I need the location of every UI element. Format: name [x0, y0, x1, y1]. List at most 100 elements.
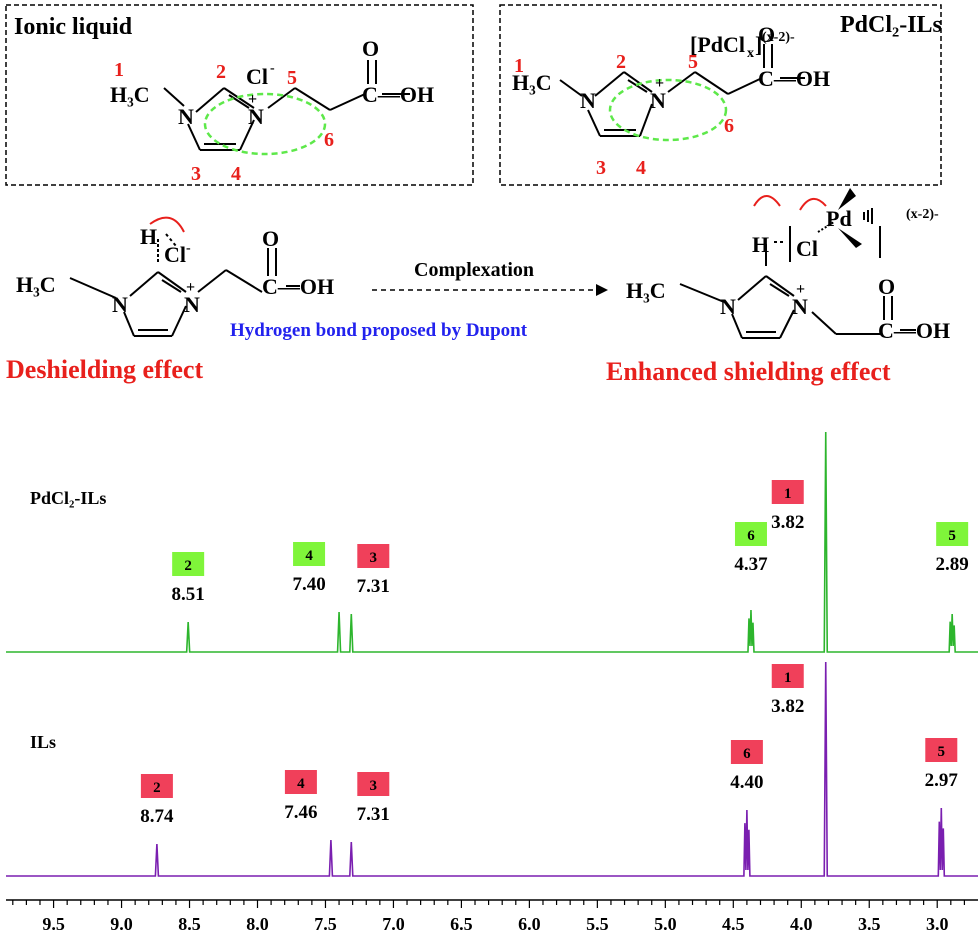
pdclx-anion-close: ] [755, 32, 762, 57]
x-tick-label: 8.5 [178, 914, 201, 934]
position-3: 3 [191, 163, 201, 185]
methyl-group: H₃C [110, 82, 150, 107]
spectra-lines [6, 431, 978, 877]
cation-highlight-ellipse-2 [608, 78, 728, 142]
proton-number: 4 [305, 548, 313, 564]
x-tick-label: 6.0 [518, 914, 541, 934]
peak-shift-label: 2.89 [936, 554, 969, 575]
proton-box [172, 552, 205, 576]
peak-annotation: 13.82 [771, 480, 804, 533]
peak-shift-label: 7.40 [292, 574, 325, 595]
proton-box [293, 542, 326, 566]
peak-shift-label: 7.46 [284, 802, 317, 823]
chloride-charge: - [270, 61, 275, 76]
proton-box [936, 522, 969, 546]
proton-box [771, 480, 804, 504]
methyl-group-3: H₃C [16, 272, 56, 297]
chloride-charge-2: - [186, 241, 191, 256]
peak-annotation: 13.82 [771, 664, 804, 717]
chloride-anion: Cl [246, 64, 268, 89]
spectrum-line-pdcl2-ils [6, 431, 978, 653]
proton-box [771, 664, 804, 688]
proton-number: 5 [938, 744, 946, 760]
position-1: 1 [114, 59, 124, 81]
carbonyl-oxygen-2: O [758, 22, 775, 47]
pdcl2-ils-panel: PdCl₂-ILs [PdCl x ] (x-2)- H₃C N N + C—O… [499, 4, 942, 186]
peak-annotation: 47.46 [284, 770, 318, 823]
position-5b: 5 [688, 51, 698, 73]
peak-shift-label: 4.37 [734, 554, 768, 575]
position-5: 5 [287, 67, 297, 89]
complex-charge: (x-2)- [906, 207, 939, 222]
shielding-label: Enhanced shielding effect [606, 357, 891, 386]
pdclx-anion-charge: (x-2)- [762, 30, 795, 45]
peak-shift-label: 7.31 [357, 576, 390, 597]
peak-shift-label: 8.74 [140, 806, 174, 827]
x-tick-label: 7.0 [382, 914, 405, 934]
x-tick-label: 9.0 [110, 914, 133, 934]
ring-nitrogen-plus: N [248, 104, 264, 129]
plus-charge-2: + [655, 75, 664, 92]
complexation-arrowhead [596, 284, 608, 296]
proton-number: 2 [153, 780, 161, 796]
peak-shift-label: 3.82 [771, 512, 804, 533]
cation-highlight-ellipse [203, 92, 327, 156]
proton-number: 6 [747, 528, 755, 544]
plus-charge-3: + [186, 279, 195, 296]
wedge-bond-bottom [838, 228, 862, 248]
deshielding-label: Deshielding effect [6, 355, 203, 384]
curved-arrow-right-1 [753, 195, 781, 207]
ring-nitrogen-plus-4: N [792, 294, 808, 319]
ring-nitrogen-1: N [178, 104, 194, 129]
position-1b: 1 [514, 55, 524, 77]
x-tick-label: 7.5 [314, 914, 337, 934]
ring-nitrogen-5: N [112, 292, 128, 317]
spectrum-line-ils [6, 661, 978, 877]
pdcl2-ils-box [499, 4, 942, 186]
chloride-anion-2: Cl [164, 242, 186, 267]
bridging-hydrogen: H [140, 224, 157, 249]
carboxyl-carbon-3: C—OH [262, 274, 334, 299]
carboxyl-carbon: C—OH [362, 82, 434, 107]
complexation-label: Complexation [414, 259, 534, 281]
peak-shift-label: 4.40 [730, 772, 763, 793]
peak-annotation: 52.89 [936, 522, 969, 575]
proton-number: 6 [743, 746, 751, 762]
ring-nitrogen-plus-3: N [184, 292, 200, 317]
proton-box [730, 740, 763, 764]
carboxyl-carbon-4: C—OH [878, 318, 950, 343]
proton-box [284, 770, 317, 794]
peak-annotation: 28.51 [172, 552, 205, 605]
peak-annotation: 52.97 [925, 738, 958, 791]
proton-number: 4 [297, 776, 305, 792]
right-molecule-bonds [679, 221, 916, 339]
proton-box [357, 544, 390, 568]
peak-annotation: 37.31 [357, 544, 390, 597]
proton-number: 1 [784, 670, 792, 686]
position-4b: 4 [636, 157, 646, 179]
position-6b: 6 [724, 115, 734, 137]
proton-number: 1 [784, 486, 792, 502]
peak-labels: 28.5147.4037.3164.3713.8252.8928.7447.46… [140, 480, 969, 827]
ionic-liquid-panel: Ionic liquid H₃C N N + C—OH O Cl - 1 2 [5, 4, 474, 186]
peak-annotation: 64.37 [734, 522, 768, 575]
plus-charge: + [248, 91, 257, 108]
dupont-note: Hydrogen bond proposed by Dupont [230, 320, 528, 341]
carbonyl-oxygen: O [362, 36, 379, 61]
bridging-hydrogen-2: H [752, 232, 769, 257]
proton-number: 5 [948, 528, 956, 544]
position-4: 4 [231, 163, 241, 185]
peak-annotation: 28.74 [140, 774, 174, 827]
x-tick-label: 4.0 [790, 914, 813, 934]
pdclx-anion-sub: x [747, 46, 754, 61]
ring-nitrogen-7: N [720, 294, 736, 319]
methyl-group-4: H₃C [626, 278, 666, 303]
proton-number: 2 [184, 558, 192, 574]
peak-shift-label: 3.82 [771, 696, 804, 717]
ionic-liquid-title: Ionic liquid [14, 14, 133, 40]
proton-box [140, 774, 173, 798]
peak-shift-label: 7.31 [357, 804, 390, 825]
